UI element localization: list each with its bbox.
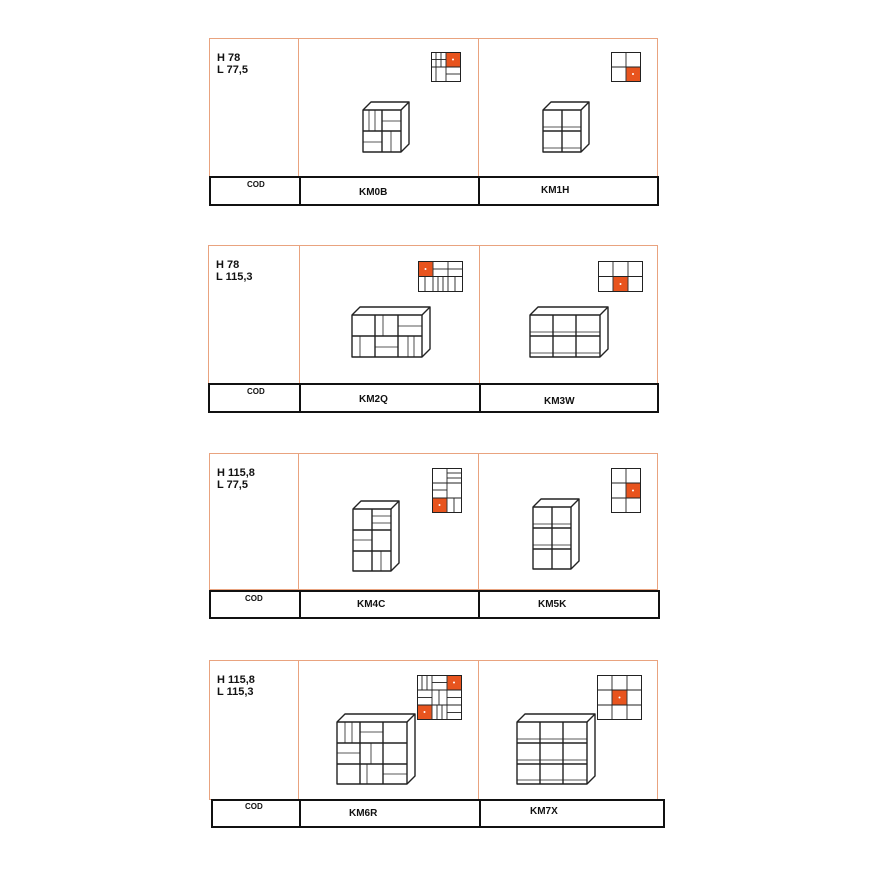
- dimensions: H 78 L 115,3: [216, 259, 253, 283]
- code-row: COD KM2Q KM3W: [208, 383, 659, 413]
- config-diagram-mixed-icon: [431, 52, 461, 82]
- product-cell-km7x[interactable]: [479, 660, 658, 800]
- dimensions: H 78 L 77,5: [217, 52, 248, 76]
- spec-row-1: H 78 L 77,5: [209, 38, 659, 206]
- spec-row-4: H 115,8 L 115,3: [209, 660, 665, 828]
- spec-row-2: H 78 L 115,3: [208, 245, 659, 415]
- product-code: KM2Q: [359, 394, 388, 405]
- column-divider: [478, 38, 479, 178]
- code-divider: [299, 383, 301, 413]
- cod-label: COD: [245, 802, 263, 811]
- width-label: L 115,3: [216, 271, 253, 283]
- column-divider: [298, 660, 299, 800]
- cod-label: COD: [245, 594, 263, 603]
- code-row: COD KM6R KM7X: [211, 799, 665, 828]
- product-cell-km4c[interactable]: [299, 453, 478, 590]
- cod-label: COD: [247, 387, 265, 396]
- product-code: KM5K: [538, 599, 567, 610]
- bookcase-2x3-icon: [532, 498, 580, 570]
- column-divider: [478, 453, 479, 590]
- column-divider: [298, 453, 299, 590]
- product-cell-km0b[interactable]: [299, 38, 478, 178]
- bookcase-2x2-mixed-icon: [362, 101, 410, 153]
- code-divider: [478, 590, 480, 619]
- config-diagram-grid-icon: [597, 675, 642, 720]
- dimensions: H 115,8 L 77,5: [217, 467, 255, 491]
- bookcase-3x2-mixed-icon: [351, 306, 431, 358]
- product-cell-km2q[interactable]: [300, 245, 479, 385]
- code-divider: [299, 799, 301, 828]
- width-label: L 77,5: [217, 479, 248, 491]
- config-diagram-mixed-icon: [418, 261, 463, 292]
- height-label: H 78: [217, 52, 241, 64]
- product-cell-km5k[interactable]: [479, 453, 658, 590]
- config-diagram-grid-icon: [611, 468, 641, 513]
- cod-label: COD: [247, 180, 265, 189]
- code-divider: [479, 383, 481, 413]
- spec-row-3: H 115,8 L 77,5: [209, 453, 660, 619]
- product-code: KM4C: [357, 599, 386, 610]
- code-divider: [299, 176, 301, 206]
- config-diagram-grid-icon: [611, 52, 641, 82]
- height-label: H 115,8: [217, 674, 255, 686]
- bookcase-2x3-mixed-icon: [352, 500, 400, 572]
- code-divider: [479, 799, 481, 828]
- width-label: L 77,5: [217, 64, 248, 76]
- column-divider: [298, 38, 299, 178]
- bookcase-2x2-icon: [542, 101, 590, 153]
- product-cell-km6r[interactable]: [299, 660, 478, 800]
- product-code: KM0B: [359, 187, 388, 198]
- column-divider: [478, 660, 479, 800]
- product-code: KM7X: [530, 806, 558, 817]
- config-diagram-mixed-icon: [417, 675, 462, 720]
- product-cell-km1h[interactable]: [479, 38, 658, 178]
- config-diagram-grid-icon: [598, 261, 643, 292]
- code-divider: [299, 590, 301, 619]
- product-code: KM6R: [349, 808, 378, 819]
- bookcase-3x3-mixed-icon: [336, 713, 416, 785]
- height-label: H 78: [216, 259, 240, 271]
- row-frame: [209, 453, 658, 590]
- product-code: KM3W: [544, 396, 575, 407]
- config-diagram-mixed-icon: [432, 468, 462, 513]
- column-divider: [479, 245, 480, 385]
- column-divider: [299, 245, 300, 385]
- code-divider: [478, 176, 480, 206]
- code-row: COD KM0B KM1H: [209, 176, 659, 206]
- bookcase-3x3-icon: [516, 713, 596, 785]
- bookcase-3x2-icon: [529, 306, 609, 358]
- width-label: L 115,3: [217, 686, 254, 698]
- dimensions: H 115,8 L 115,3: [217, 674, 255, 698]
- code-row: COD KM4C KM5K: [209, 590, 660, 619]
- product-code: KM1H: [541, 185, 570, 196]
- product-cell-km3w[interactable]: [480, 245, 659, 385]
- height-label: H 115,8: [217, 467, 255, 479]
